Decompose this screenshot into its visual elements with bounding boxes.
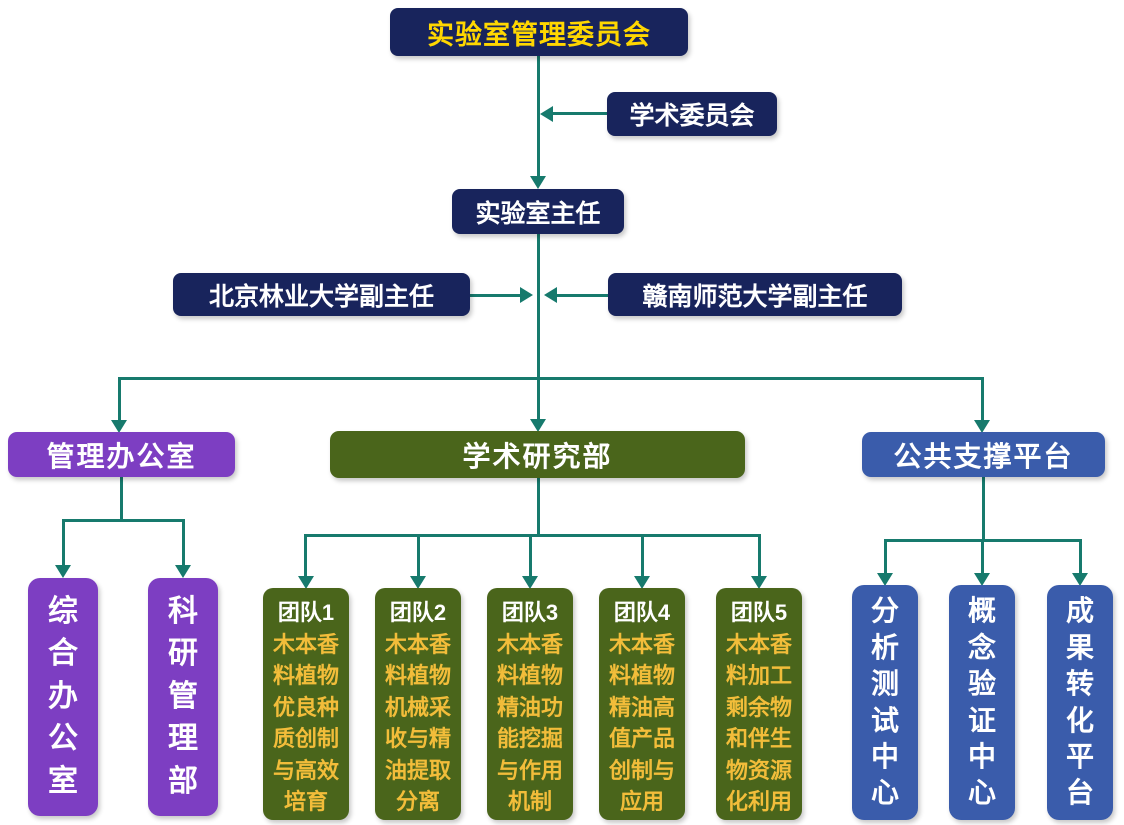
- connector-line: [982, 477, 985, 540]
- node-label: 科研管理部: [168, 594, 198, 798]
- arrow-down-icon: [530, 419, 546, 432]
- connector-line: [553, 112, 607, 115]
- team-box-4: 团队4 木本香料植物精油高值产品创制与应用: [599, 588, 685, 820]
- arrow-right-icon: [520, 287, 533, 303]
- connector-line: [118, 377, 982, 380]
- node-label: 成果转化平台: [1065, 595, 1094, 809]
- arrow-down-icon: [522, 576, 538, 589]
- arrow-down-icon: [530, 176, 546, 189]
- connector-line: [557, 294, 608, 297]
- connector-line: [62, 519, 185, 522]
- node-general-office: 综合办公室: [28, 578, 98, 816]
- team-description: 木本香料加工剩余物和伴生物资源化利用: [725, 632, 792, 815]
- team-label: 团队2: [389, 600, 447, 625]
- team-description: 木本香料植物精油高值产品创制与应用: [608, 632, 675, 815]
- connector-line: [641, 534, 644, 577]
- connector-line: [758, 534, 761, 577]
- team-box-2: 团队2 木本香料植物机械采收与精油提取分离: [375, 588, 461, 820]
- node-research-management-dept: 科研管理部: [148, 578, 218, 816]
- node-academic-research-dept: 学术研究部: [330, 431, 745, 478]
- node-label: 概念验证中心: [967, 595, 996, 809]
- arrow-down-icon: [111, 420, 127, 433]
- team-box-5: 团队5 木本香料加工剩余物和伴生物资源化利用: [716, 588, 802, 820]
- connector-line: [537, 56, 540, 178]
- connector-line: [537, 377, 540, 420]
- node-lab-director: 实验室主任: [452, 189, 624, 234]
- arrow-left-icon: [540, 106, 553, 122]
- arrow-down-icon: [410, 576, 426, 589]
- arrow-down-icon: [1072, 573, 1088, 586]
- node-label: 综合办公室: [48, 594, 78, 798]
- connector-line: [529, 534, 532, 577]
- connector-line: [182, 519, 185, 566]
- arrow-down-icon: [634, 576, 650, 589]
- connector-line: [470, 294, 520, 297]
- connector-line: [981, 377, 984, 421]
- node-deputy-director-bjfu: 北京林业大学副主任: [173, 273, 470, 316]
- team-description: 木本香料植物机械采收与精油提取分离: [384, 632, 451, 815]
- team-box-1: 团队1 木本香料植物优良种质创制与高效培育: [263, 588, 349, 820]
- team-label: 团队5: [730, 600, 788, 625]
- connector-line: [537, 234, 540, 380]
- connector-line: [1079, 539, 1082, 574]
- team-label: 团队1: [277, 600, 335, 625]
- node-achievement-transfer-platform: 成果转化平台: [1047, 585, 1113, 820]
- node-management-office: 管理办公室: [8, 432, 235, 477]
- arrow-down-icon: [751, 576, 767, 589]
- node-deputy-director-gnnu: 赣南师范大学副主任: [608, 273, 902, 316]
- node-public-support-platform: 公共支撑平台: [862, 432, 1105, 477]
- connector-line: [417, 534, 420, 577]
- arrow-down-icon: [974, 420, 990, 433]
- connector-line: [884, 539, 887, 574]
- arrow-left-icon: [544, 287, 557, 303]
- node-concept-verification-center: 概念验证中心: [949, 585, 1015, 820]
- connector-line: [120, 477, 123, 520]
- connector-line: [118, 377, 121, 421]
- connector-line: [304, 534, 760, 537]
- team-label: 团队3: [501, 600, 559, 625]
- team-label: 团队4: [613, 600, 671, 625]
- arrow-down-icon: [55, 565, 71, 578]
- connector-line: [304, 534, 307, 577]
- arrow-down-icon: [298, 576, 314, 589]
- node-analysis-testing-center: 分析测试中心: [852, 585, 918, 820]
- connector-line: [537, 478, 540, 535]
- node-label: 分析测试中心: [870, 595, 899, 809]
- connector-line: [62, 519, 65, 566]
- team-box-3: 团队3 木本香料植物精油功能挖掘与作用机制: [487, 588, 573, 820]
- node-management-committee: 实验室管理委员会: [390, 8, 688, 56]
- team-description: 木本香料植物精油功能挖掘与作用机制: [496, 632, 563, 815]
- team-description: 木本香料植物优良种质创制与高效培育: [272, 632, 339, 815]
- connector-line: [981, 539, 984, 574]
- arrow-down-icon: [974, 573, 990, 586]
- arrow-down-icon: [175, 565, 191, 578]
- arrow-down-icon: [877, 573, 893, 586]
- node-academic-committee: 学术委员会: [607, 92, 777, 136]
